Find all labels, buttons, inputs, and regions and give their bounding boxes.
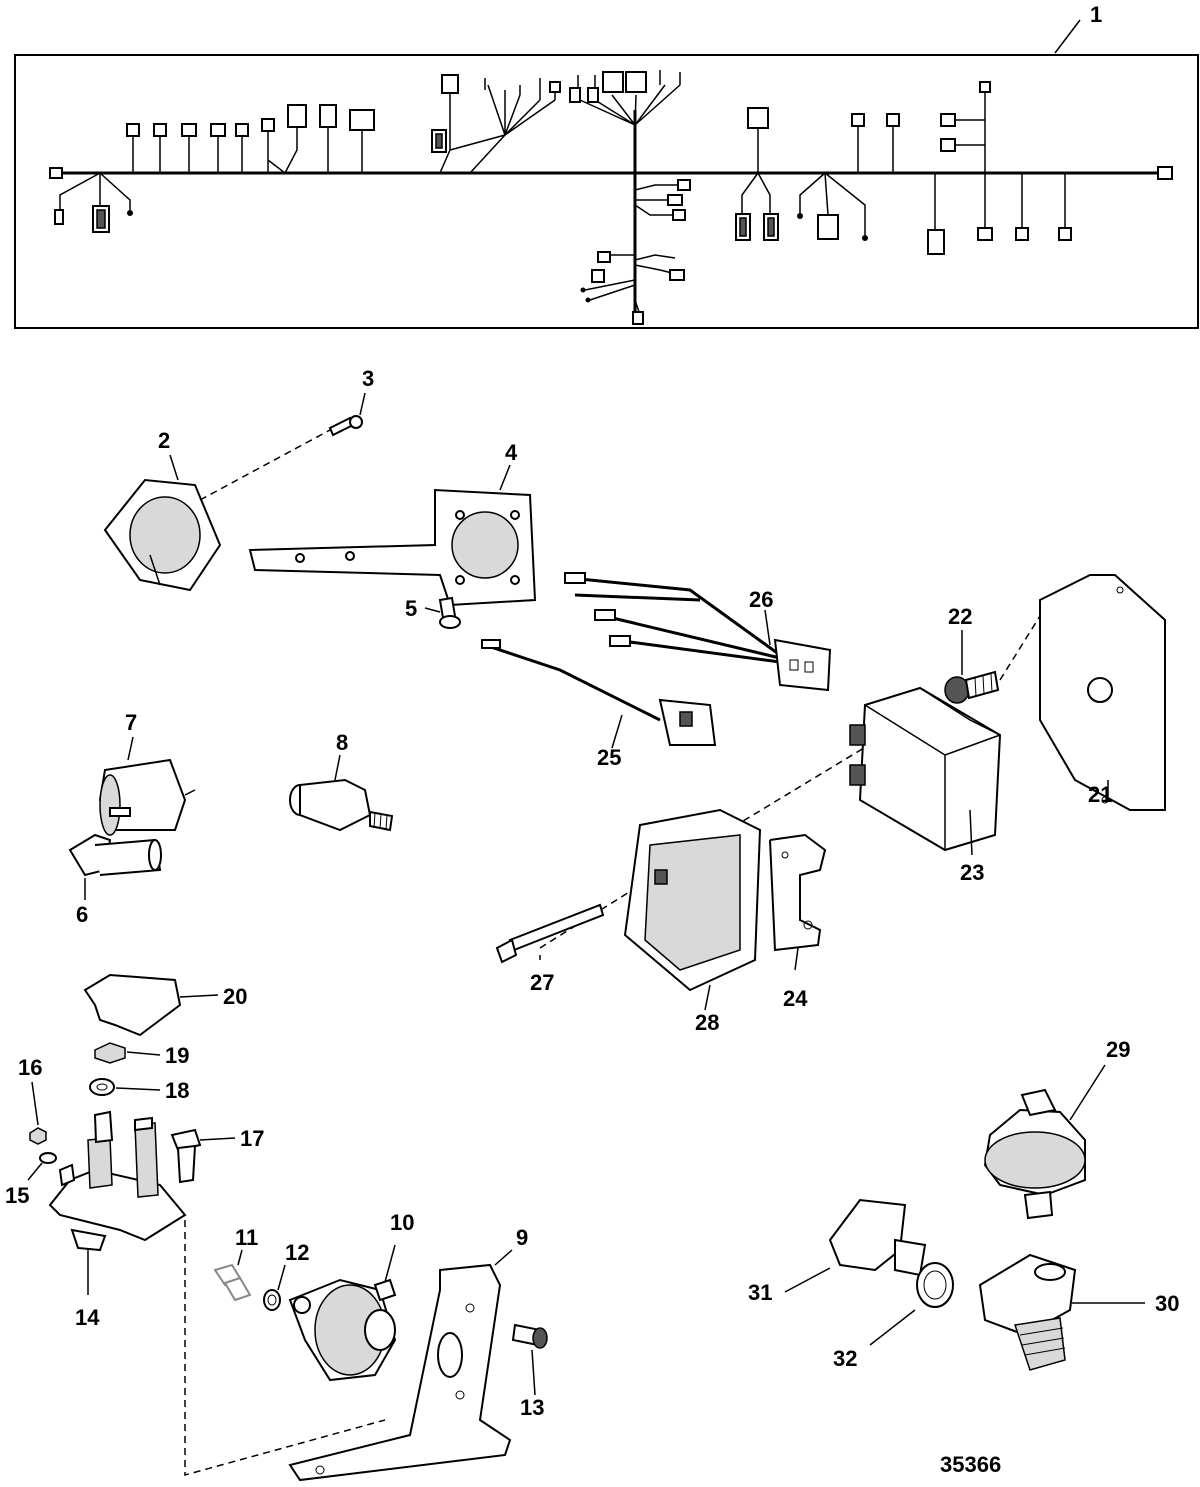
item-7-sender bbox=[98, 736, 196, 836]
leader-dashed-14-9 bbox=[184, 1220, 386, 1476]
callout-28: 28 bbox=[695, 1010, 719, 1035]
item-20-clip bbox=[83, 973, 219, 1037]
item-3-bolt bbox=[328, 392, 366, 437]
callout-10: 10 bbox=[390, 1210, 414, 1235]
item-18-washer bbox=[89, 1078, 161, 1096]
callout-29: 29 bbox=[1106, 1037, 1130, 1062]
callout-21: 21 bbox=[1088, 782, 1112, 807]
item-15-washer bbox=[27, 1152, 57, 1181]
wiring-harness-panel bbox=[14, 19, 1199, 329]
callout-17: 17 bbox=[240, 1126, 264, 1151]
item-30-adapter bbox=[978, 1253, 1145, 1371]
item-11-bolt bbox=[213, 1249, 252, 1302]
callout-9: 9 bbox=[516, 1225, 528, 1250]
item-31-plug bbox=[784, 1198, 927, 1293]
callout-19: 19 bbox=[165, 1043, 189, 1068]
item-24-strap bbox=[769, 833, 827, 971]
leader-dashed-2-3 bbox=[199, 429, 331, 501]
item-28-ecm bbox=[623, 808, 762, 1011]
item-22-screw bbox=[944, 630, 1000, 704]
callout-5: 5 bbox=[405, 596, 417, 621]
item-6-fitting bbox=[68, 833, 162, 900]
item-27-bolt bbox=[495, 903, 605, 964]
item-17-bolt bbox=[170, 1128, 236, 1184]
item-14-solenoid bbox=[48, 1110, 187, 1295]
callout-14: 14 bbox=[75, 1305, 100, 1330]
callout-2: 2 bbox=[158, 428, 170, 453]
item-26-harness bbox=[564, 572, 832, 692]
item-2-sensor-mount bbox=[103, 454, 222, 592]
callout-32: 32 bbox=[833, 1346, 857, 1371]
callout-12: 12 bbox=[285, 1240, 309, 1265]
item-8-switch bbox=[289, 754, 394, 832]
callout-7: 7 bbox=[125, 710, 137, 735]
callout-23: 23 bbox=[960, 860, 984, 885]
item-5-bolt bbox=[424, 596, 461, 629]
item-21-cover bbox=[1039, 574, 1166, 811]
callout-15: 15 bbox=[5, 1183, 29, 1208]
item-23-module bbox=[849, 686, 1002, 856]
item-25-sensor-lead bbox=[481, 639, 717, 749]
item-32-washer bbox=[869, 1262, 954, 1346]
callout-1: 1 bbox=[1090, 2, 1102, 27]
callout-31: 31 bbox=[748, 1280, 772, 1305]
item-4-bracket bbox=[248, 464, 537, 607]
figure-number: 35366 bbox=[940, 1452, 1001, 1477]
callout-4: 4 bbox=[505, 440, 518, 465]
callout-11: 11 bbox=[235, 1225, 258, 1250]
callout-6: 6 bbox=[76, 902, 88, 927]
item-29-knock-sensor bbox=[983, 1064, 1106, 1220]
callout-25: 25 bbox=[597, 745, 621, 770]
callout-24: 24 bbox=[783, 986, 808, 1011]
callout-20: 20 bbox=[223, 984, 247, 1009]
item-16-nut bbox=[29, 1081, 47, 1145]
callout-13: 13 bbox=[520, 1395, 544, 1420]
callout-30: 30 bbox=[1155, 1291, 1179, 1316]
callout-3: 3 bbox=[362, 366, 374, 391]
item-9-bracket bbox=[288, 1249, 513, 1482]
callout-27: 27 bbox=[530, 970, 554, 995]
callout-22: 22 bbox=[948, 604, 972, 629]
item-19-nut bbox=[94, 1042, 161, 1064]
callout-16: 16 bbox=[18, 1055, 42, 1080]
item-12-washer bbox=[263, 1264, 286, 1311]
callout-8: 8 bbox=[336, 730, 348, 755]
callout-26: 26 bbox=[749, 587, 773, 612]
callout-18: 18 bbox=[165, 1078, 189, 1103]
item-10-sensor bbox=[288, 1244, 397, 1382]
callout-labels: 1 2 3 4 5 6 7 8 9 10 11 12 13 14 15 16 1… bbox=[5, 2, 1179, 1420]
item-13-screw bbox=[511, 1323, 548, 1396]
